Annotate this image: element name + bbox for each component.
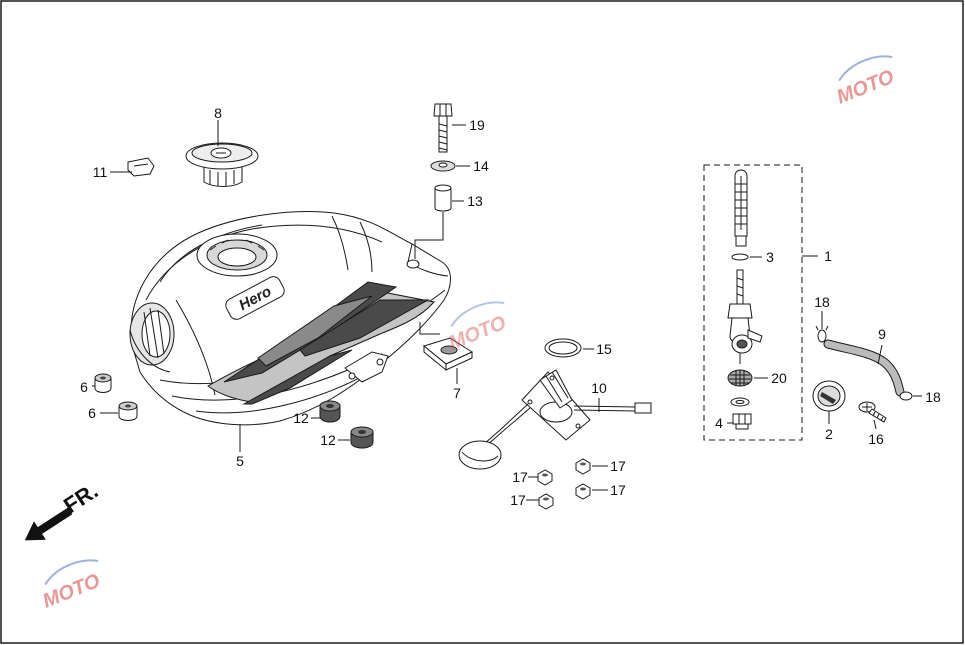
strainer-filter — [727, 369, 753, 387]
callout-4: 4 — [715, 415, 723, 431]
rubber-pad — [422, 337, 474, 372]
callout-1: 1 — [824, 248, 832, 264]
fuel-cock-assembly-box — [703, 164, 803, 441]
sender-connector — [634, 402, 652, 414]
callout-3: 3 — [766, 249, 774, 265]
callout-17-right-lower: 17 — [610, 482, 626, 498]
washer — [430, 160, 456, 172]
callout-14: 14 — [473, 158, 489, 174]
callout-12-lower: 12 — [320, 432, 336, 448]
callout-18-lower: 18 — [925, 389, 941, 405]
screw — [858, 401, 887, 423]
nut-left-lower — [538, 493, 554, 510]
fuel-hose — [823, 339, 905, 397]
watermark-center: MOTO — [446, 301, 510, 355]
o-ring-small — [731, 253, 749, 261]
filler-neck — [196, 233, 278, 277]
o-ring — [544, 338, 582, 358]
callout-9: 9 — [878, 326, 886, 342]
watermark-bottom-left: MOTO — [40, 559, 104, 613]
grommet-upper — [319, 400, 341, 423]
callout-2: 2 — [825, 426, 833, 442]
fuel-cock-knob — [812, 380, 846, 412]
callout-20: 20 — [771, 370, 787, 386]
watermark-top-right: MOTO — [834, 55, 898, 109]
svg-text:MOTO: MOTO — [834, 66, 898, 109]
callout-13: 13 — [467, 193, 483, 209]
nut-right-upper — [575, 458, 591, 475]
callout-8: 8 — [214, 105, 222, 121]
fuel-cap — [185, 142, 259, 187]
callout-6-lower: 6 — [88, 405, 96, 421]
callout-labels: 8 11 19 14 13 3 1 18 9 15 20 18 6 7 10 6… — [80, 105, 941, 508]
rubber-cushion-upper — [94, 373, 112, 393]
tank-graphic-mid — [257, 295, 373, 367]
tank-mount-bracket — [344, 351, 389, 383]
fuel-float — [458, 440, 502, 470]
bolt — [433, 103, 453, 153]
callout-19: 19 — [469, 117, 485, 133]
fuel-tank: Hero — [129, 211, 451, 426]
clip — [127, 157, 155, 177]
callout-18-upper: 18 — [814, 294, 830, 310]
fuel-cock — [727, 269, 763, 364]
callout-17-left-lower: 17 — [510, 492, 526, 508]
grommet-lower — [350, 426, 374, 449]
svg-text:MOTO: MOTO — [40, 570, 104, 613]
callout-16: 16 — [868, 431, 884, 447]
hose-clip-lower — [899, 391, 913, 401]
callout-7: 7 — [453, 385, 461, 401]
fuel-filter-tube — [734, 169, 748, 247]
callout-15: 15 — [596, 341, 612, 357]
fuel-sender-unit — [458, 369, 652, 470]
tank-rear-seat — [406, 259, 420, 269]
nut-left-upper — [537, 469, 553, 486]
rubber-cushion-lower — [118, 401, 138, 421]
callout-10: 10 — [591, 380, 607, 396]
tank-graphic-dark-2 — [299, 299, 430, 357]
leader-lines — [92, 120, 922, 501]
hose-clip-upper — [815, 325, 829, 343]
callout-17-left-upper: 17 — [512, 469, 528, 485]
bushing — [434, 184, 452, 212]
callout-17-right-upper: 17 — [610, 458, 626, 474]
callout-11: 11 — [93, 164, 108, 180]
tank-graphic-dark-3 — [242, 349, 353, 405]
callout-6-upper: 6 — [80, 379, 88, 395]
drain-nut — [732, 413, 752, 430]
callout-12-upper: 12 — [293, 410, 309, 426]
nut-right-lower — [575, 483, 591, 500]
svg-text:MOTO: MOTO — [446, 312, 510, 355]
front-direction-arrow-icon — [24, 507, 73, 541]
callout-5: 5 — [236, 453, 244, 469]
washer-small — [730, 397, 750, 407]
